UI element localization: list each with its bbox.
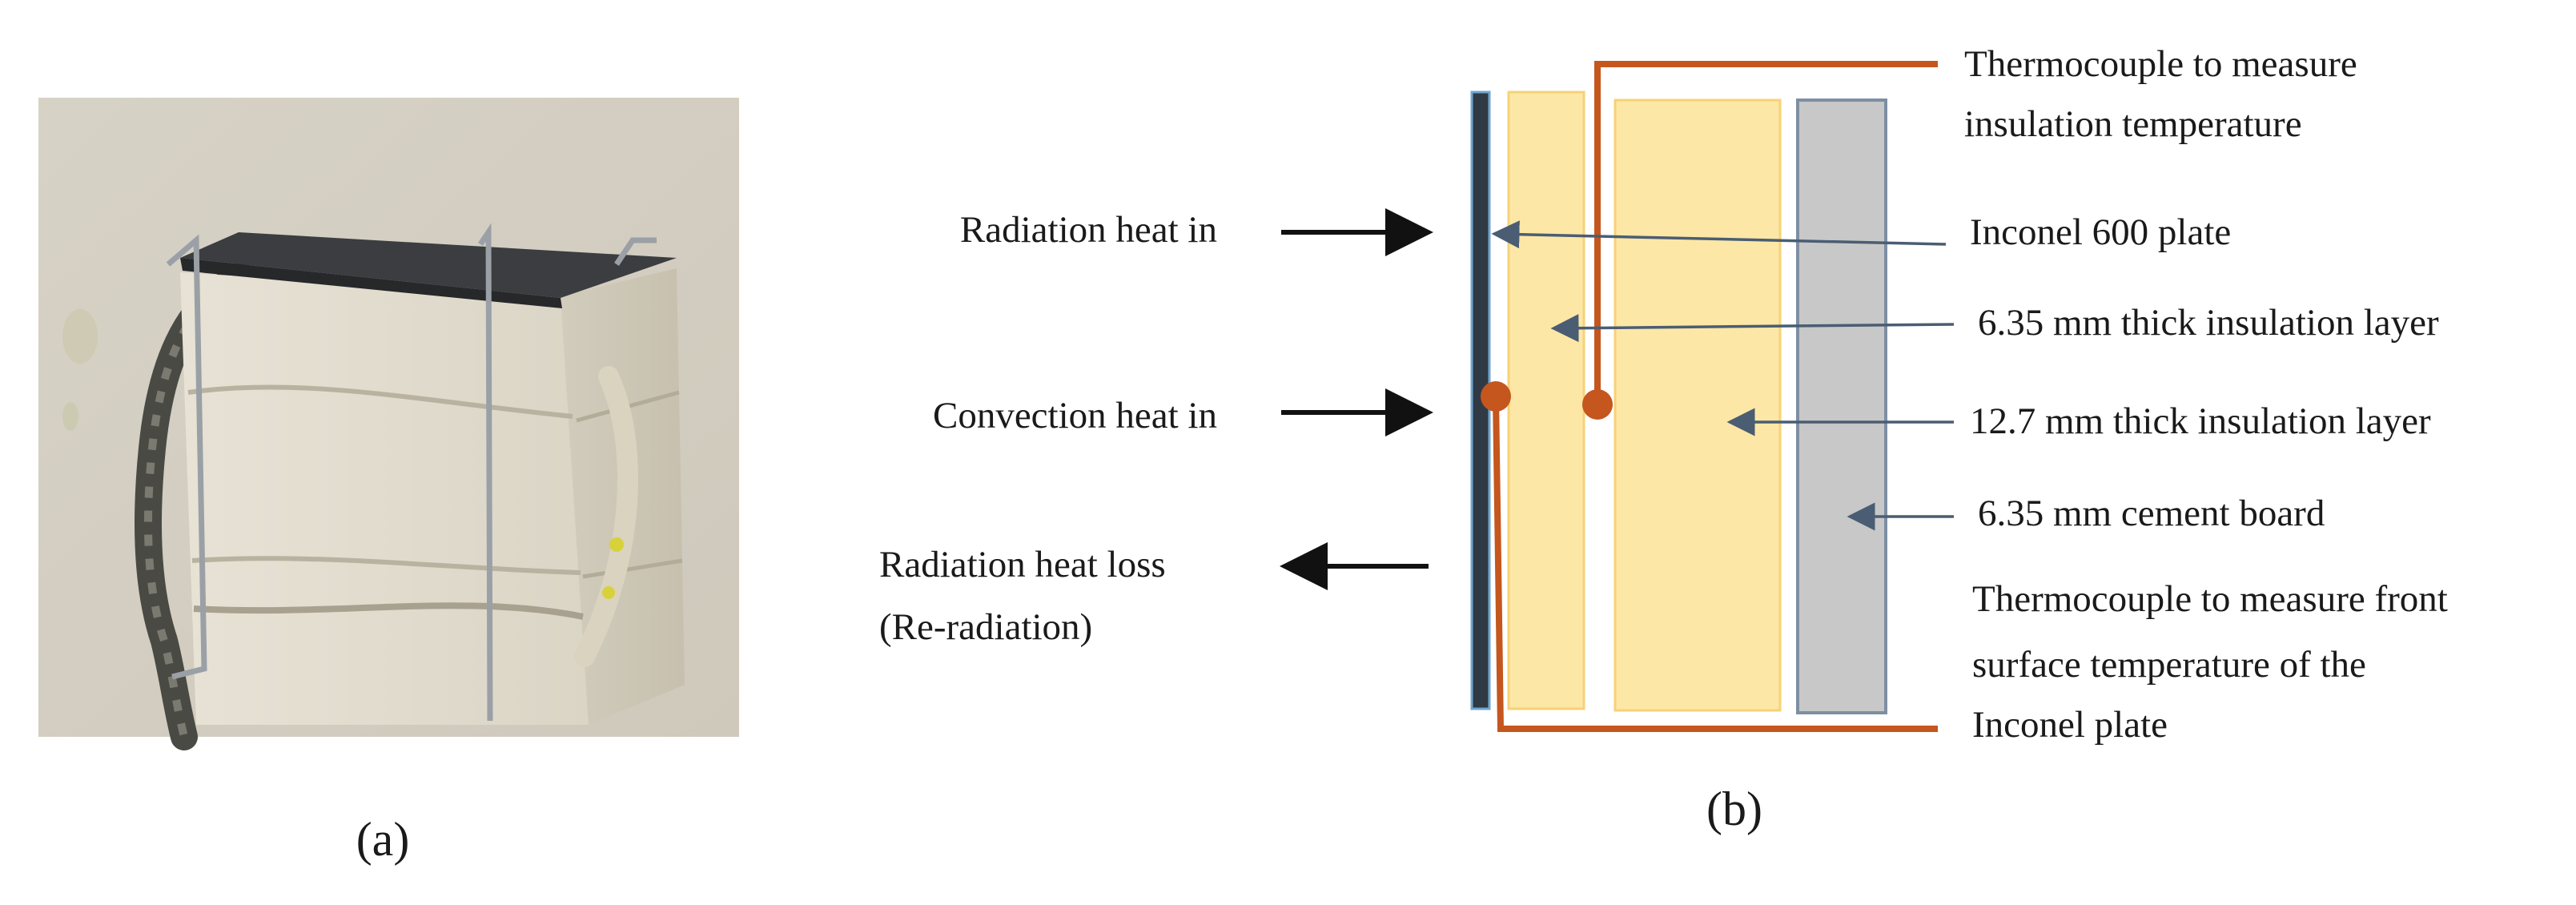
wall-stain bbox=[62, 402, 78, 431]
caption-a: (a) bbox=[356, 813, 410, 866]
label-tc-front-1: Thermocouple to measure front bbox=[1972, 578, 2448, 620]
label-radiation-loss: Radiation heat loss bbox=[879, 544, 1166, 585]
thermocouple-insulation-wire bbox=[1594, 61, 1938, 404]
wire-strap bbox=[166, 234, 207, 680]
panel-b-schematic bbox=[1280, 61, 1955, 732]
wire-strap bbox=[614, 237, 657, 266]
layer-seam bbox=[187, 384, 573, 419]
wire-strap bbox=[478, 223, 493, 722]
inconel-plate-leader bbox=[1491, 220, 1947, 249]
label-tc-insulation-1: Thermocouple to measure bbox=[1964, 43, 2357, 85]
thermocouple-insulation-junction bbox=[1582, 389, 1613, 420]
label-cement-board: 6.35 mm cement board bbox=[1978, 493, 2325, 534]
label-convection-in: Convection heat in bbox=[933, 395, 1217, 436]
rope-mark bbox=[602, 586, 615, 599]
label-radiation-in: Radiation heat in bbox=[960, 209, 1217, 251]
layer-seam bbox=[193, 602, 584, 620]
label-reradiation: (Re-radiation) bbox=[879, 606, 1092, 648]
insulation-thin-layer bbox=[1507, 90, 1585, 710]
block-front bbox=[180, 272, 589, 725]
inconel-plate-edge bbox=[180, 258, 562, 308]
insulation-thick-layer bbox=[1614, 99, 1782, 712]
label-tc-front-2: surface temperature of the bbox=[1972, 644, 2366, 686]
layer-seam bbox=[191, 556, 581, 575]
rope-tie bbox=[574, 366, 638, 667]
label-insulation-thick: 12.7 mm thick insulation layer bbox=[1970, 400, 2431, 442]
inconel-plate-photo bbox=[180, 232, 677, 298]
layer-seam bbox=[582, 558, 683, 579]
thermocouple-front-wire bbox=[1493, 396, 1938, 732]
caption-b: (b) bbox=[1706, 782, 1762, 835]
label-inconel-plate: Inconel 600 plate bbox=[1970, 211, 2231, 253]
label-insulation-thin: 6.35 mm thick insulation layer bbox=[1978, 302, 2439, 344]
label-tc-front-3: Inconel plate bbox=[1972, 704, 2168, 746]
rope-mark bbox=[609, 537, 624, 552]
thermocouple-front-junction bbox=[1481, 381, 1511, 412]
label-tc-insulation-2: insulation temperature bbox=[1964, 103, 2302, 145]
panel-a-photo bbox=[38, 98, 739, 750]
wall-stain bbox=[62, 309, 98, 364]
cement-board-layer bbox=[1796, 99, 1887, 714]
insulation-thin-leader bbox=[1550, 314, 1955, 343]
